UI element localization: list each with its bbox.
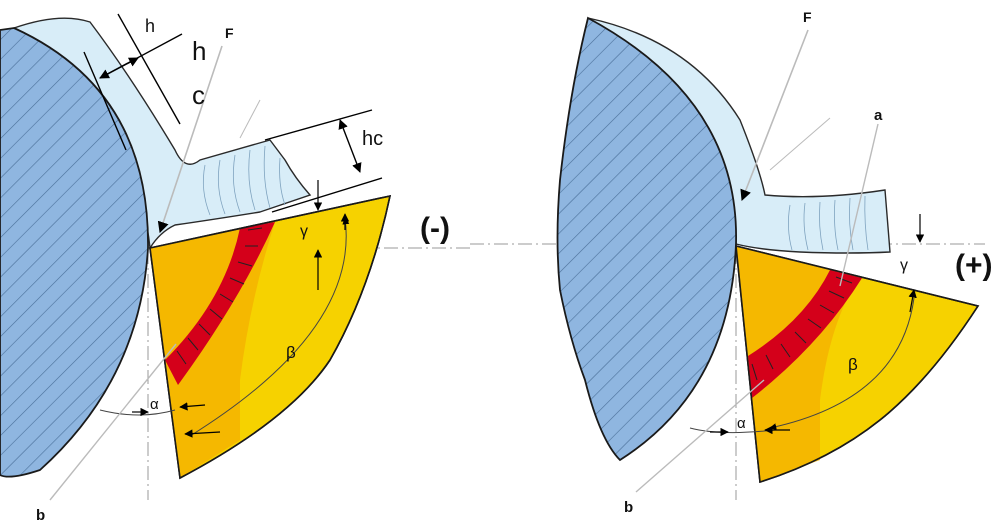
left-red-band-hatching [176,227,263,365]
right-label-a: a [874,107,883,124]
left-label-c-large: c [192,80,205,110]
left-force-line [157,45,223,234]
right-chip-lamellae [788,195,869,251]
left-chip-lamellae [202,145,286,216]
right-red-band-hatching [751,276,853,381]
right-label-F: F [803,9,812,25]
left-hc-dim [338,119,362,173]
left-label-gamma: γ [300,223,308,240]
right-label-gamma: γ [900,257,908,274]
left-label-sign: (-) [420,212,450,245]
right-label-b: b [624,499,633,516]
left-beta-arc [189,217,350,437]
left-label-alpha: α [150,396,159,413]
left-label-beta: β [286,343,296,362]
left-h-ext-2 [117,13,181,125]
right-label-sign: (+) [955,249,993,282]
left-label-h: h [145,16,155,36]
right-tool-red-band [748,270,862,398]
left-b-leader [49,343,177,501]
right-label-beta: β [848,355,858,374]
right-workpiece [556,16,737,462]
right-panel: F a (+) γ β α b [470,9,993,516]
left-tool-orange-zone [150,222,275,478]
left-label-b: b [36,507,45,524]
right-label-alpha: α [737,415,746,432]
left-label-hc: hc [362,128,383,150]
left-hc-ext-2 [271,177,383,213]
left-alpha-arrow-2 [179,402,206,411]
right-force-line [740,29,809,202]
left-panel: h h c F hc (-) γ β α b [0,13,470,524]
left-hc-ext-1 [264,109,373,141]
left-tool-red-band [165,222,275,385]
left-h-ext-1 [83,51,127,151]
right-b-leader [635,379,765,493]
left-chip [12,17,312,251]
left-label-F: F [225,25,234,41]
right-a-leader [839,123,879,287]
right-gamma-arrow-bottom [908,289,917,313]
right-beta-arc [769,297,915,431]
left-label-h-large: h [192,36,206,66]
left-alpha-arc [99,409,176,416]
